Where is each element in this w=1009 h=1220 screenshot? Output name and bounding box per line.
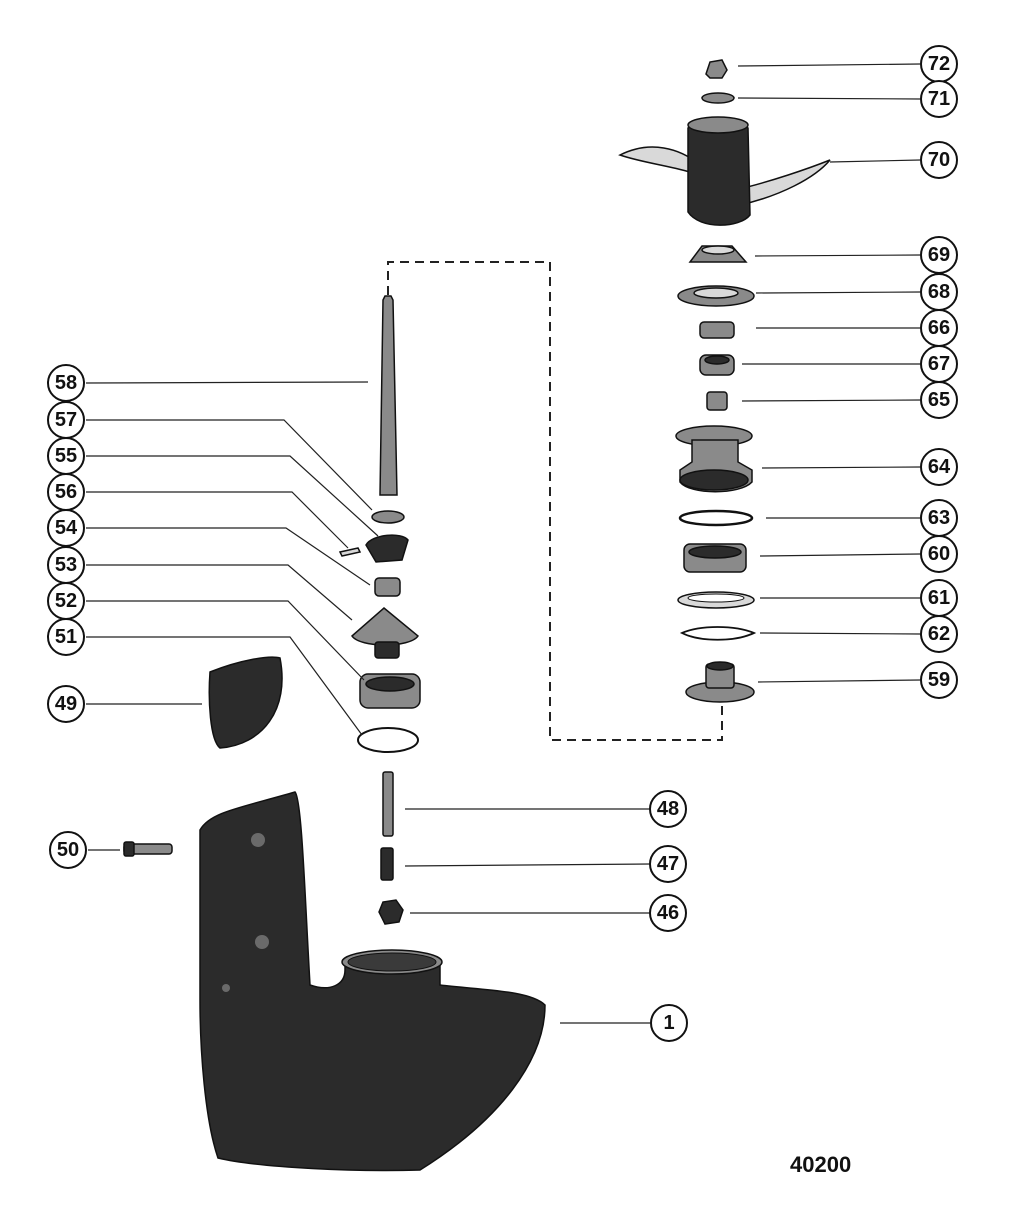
part-69-thrust-hub (688, 245, 748, 263)
svg-text:71: 71 (928, 88, 950, 110)
callout-66: 66 (920, 309, 958, 347)
part-58-drive-shaft (379, 295, 398, 496)
svg-text:51: 51 (55, 626, 77, 648)
part-51-shim (357, 727, 419, 753)
callout-47: 47 (649, 845, 687, 883)
callout-68: 68 (920, 273, 958, 311)
svg-text:47: 47 (657, 853, 679, 875)
svg-text:70: 70 (928, 149, 950, 171)
leader-lines (85, 63, 921, 1024)
callout-65: 65 (920, 381, 958, 419)
callout-67: 67 (920, 345, 958, 383)
callout-48: 48 (649, 790, 687, 828)
callout-1: 1 (650, 1004, 688, 1042)
part-1-gear-housing (199, 791, 546, 1172)
part-54-bushing (374, 577, 401, 597)
callout-49: 49 (47, 685, 85, 723)
callout-54: 54 (47, 509, 85, 547)
part-68-seal-carrier (677, 285, 755, 307)
callout-50: 50 (49, 831, 87, 869)
callout-64: 64 (920, 448, 958, 486)
callout-71: 71 (920, 80, 958, 118)
callout-70: 70 (920, 141, 958, 179)
part-61-race (677, 591, 755, 609)
svg-text:64: 64 (928, 456, 951, 478)
part-47-pin (380, 847, 394, 881)
part-66-bearing (699, 321, 735, 339)
part-50-bolt (123, 841, 173, 857)
part-56-key (338, 547, 362, 557)
callout-51: 51 (47, 618, 85, 656)
callout-60: 60 (920, 535, 958, 573)
svg-text:58: 58 (55, 372, 77, 394)
svg-text:46: 46 (657, 902, 679, 924)
part-70-propeller (618, 116, 831, 226)
svg-text:54: 54 (55, 517, 78, 539)
part-48-threaded-rod (382, 771, 394, 837)
svg-text:48: 48 (657, 798, 679, 820)
svg-text:65: 65 (928, 389, 950, 411)
svg-text:55: 55 (55, 445, 77, 467)
part-49-plate (208, 656, 283, 749)
callout-69: 69 (920, 236, 958, 274)
callout-53: 53 (47, 546, 85, 584)
svg-text:72: 72 (928, 53, 950, 75)
part-46-nut (378, 899, 404, 925)
svg-text:50: 50 (57, 839, 79, 861)
svg-text:61: 61 (928, 587, 950, 609)
part-60-bearing (683, 543, 747, 573)
callout-55: 55 (47, 437, 85, 475)
svg-text:62: 62 (928, 623, 950, 645)
part-72-nut (705, 59, 728, 79)
callout-58: 58 (47, 364, 85, 402)
part-71-washer (701, 92, 735, 104)
svg-text:66: 66 (928, 317, 950, 339)
callout-63: 63 (920, 499, 958, 537)
svg-text:69: 69 (928, 244, 950, 266)
part-52-bearing (359, 673, 421, 709)
svg-text:57: 57 (55, 409, 77, 431)
callout-72: 72 (920, 45, 958, 83)
svg-text:68: 68 (928, 281, 950, 303)
callout-61: 61 (920, 579, 958, 617)
callout-59: 59 (920, 661, 958, 699)
svg-text:49: 49 (55, 693, 77, 715)
svg-text:59: 59 (928, 669, 950, 691)
svg-text:52: 52 (55, 590, 77, 612)
drawing-number: 40200 (790, 1152, 852, 1177)
dashed-connector (387, 261, 723, 741)
part-64-bearing-carrier (675, 425, 753, 493)
callout-46: 46 (649, 894, 687, 932)
svg-text:1: 1 (663, 1012, 674, 1034)
part-67-bearing (699, 354, 735, 376)
svg-text:60: 60 (928, 543, 950, 565)
svg-text:53: 53 (55, 554, 77, 576)
callout-52: 52 (47, 582, 85, 620)
svg-text:63: 63 (928, 507, 950, 529)
part-59-reverse-gear (685, 661, 755, 703)
part-65-bushing (706, 391, 728, 411)
callout-62: 62 (920, 615, 958, 653)
part-62-shim (679, 626, 757, 641)
part-53-pinion-gear (351, 607, 420, 659)
svg-text:67: 67 (928, 353, 950, 375)
part-63-o-ring (678, 509, 754, 527)
part-55-pump-body (365, 534, 409, 563)
callout-56: 56 (47, 473, 85, 511)
svg-text:56: 56 (55, 481, 77, 503)
part-57-retainer (371, 510, 405, 524)
callout-57: 57 (47, 401, 85, 439)
